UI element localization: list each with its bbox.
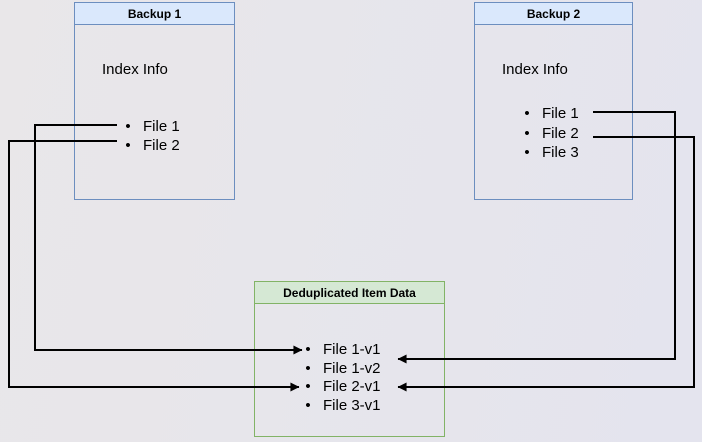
bullet-icon: •: [524, 144, 530, 161]
deduplicated-file-list: • File 1-v1 • File 1-v2 • File 2-v1 • Fi…: [304, 341, 381, 416]
bullet-icon: •: [524, 105, 530, 122]
file-version-label: File 2-v1: [323, 378, 381, 395]
bullet-icon: •: [524, 124, 530, 142]
file-version-label: File 1-v2: [323, 359, 381, 377]
list-item: • File 2: [124, 136, 180, 155]
bullet-icon: •: [305, 359, 311, 377]
list-item: • File 2-v1: [304, 378, 381, 397]
file-label: File 3: [542, 144, 579, 161]
bullet-icon: •: [305, 341, 311, 358]
file-label: File 2: [542, 124, 579, 142]
backup-1-file-list: • File 1 • File 2: [124, 117, 180, 155]
deduplicated-item-data-box: Deduplicated Item Data • File 1-v1 • Fil…: [254, 281, 445, 437]
backup-1-index-info-label: Index Info: [102, 61, 168, 78]
file-label: File 1: [542, 105, 579, 122]
deduplicated-item-data-title: Deduplicated Item Data: [255, 282, 444, 304]
backup-1-box: Backup 1 Index Info • File 1 • File 2: [74, 2, 235, 200]
backup-2-index-info-label: Index Info: [502, 61, 568, 78]
list-item: • File 2: [523, 124, 579, 144]
bullet-icon: •: [125, 137, 131, 154]
bullet-icon: •: [125, 118, 131, 135]
list-item: • File 3-v1: [304, 396, 381, 416]
file-label: File 2: [143, 137, 180, 154]
backup-1-title: Backup 1: [75, 3, 234, 25]
file-version-label: File 1-v1: [323, 341, 381, 358]
bullet-icon: •: [305, 378, 311, 395]
list-item: • File 3: [523, 143, 579, 163]
list-item: • File 1: [124, 117, 180, 136]
file-version-label: File 3-v1: [323, 396, 381, 414]
list-item: • File 1-v2: [304, 359, 381, 379]
backup-2-box: Backup 2 Index Info • File 1 • File 2 • …: [474, 2, 633, 200]
bullet-icon: •: [305, 396, 311, 414]
backup-2-file-list: • File 1 • File 2 • File 3: [523, 104, 579, 163]
list-item: • File 1: [523, 104, 579, 124]
file-label: File 1: [143, 118, 180, 135]
backup-2-title: Backup 2: [475, 3, 632, 25]
list-item: • File 1-v1: [304, 341, 381, 360]
